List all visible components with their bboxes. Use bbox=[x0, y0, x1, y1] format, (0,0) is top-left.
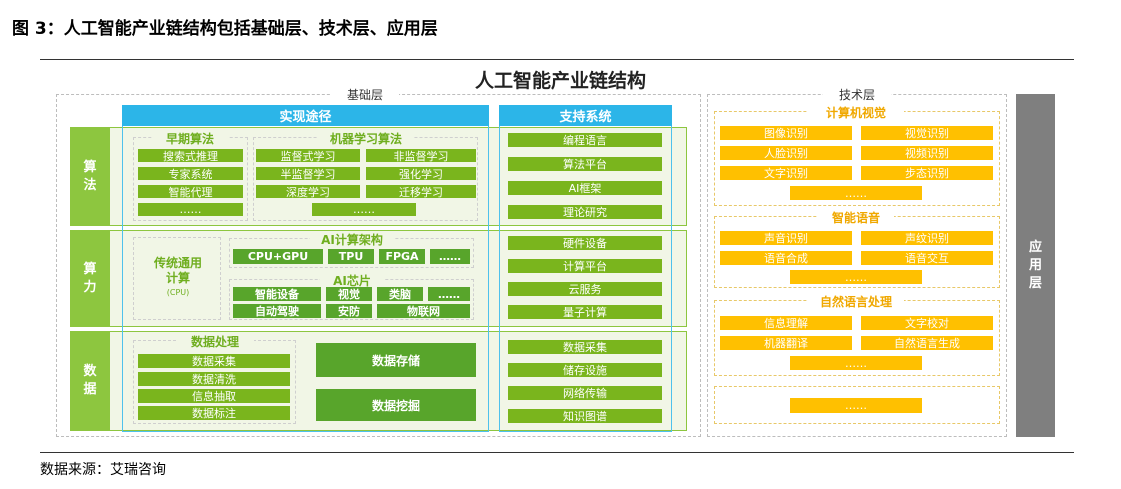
app-layer: 应用层 bbox=[1016, 94, 1055, 437]
algo-support-item: 编程语言 bbox=[508, 133, 662, 147]
cv-item: 人脸识别 bbox=[720, 146, 852, 160]
ai-arch-title: AI计算架构 bbox=[310, 231, 394, 248]
compute-outline bbox=[70, 230, 687, 327]
cv-item: 文字识别 bbox=[720, 166, 852, 180]
early-item: …… bbox=[138, 203, 243, 216]
ml-item: 强化学习 bbox=[366, 167, 476, 181]
speech-item: …… bbox=[790, 270, 922, 284]
base-layer-label: 基础层 bbox=[331, 86, 399, 103]
row-label-compute: 算力 bbox=[70, 230, 110, 327]
data-support-item: 知识图谱 bbox=[508, 409, 662, 423]
nlp-title: 自然语言处理 bbox=[808, 293, 904, 310]
data-support-item: 数据采集 bbox=[508, 340, 662, 354]
ml-item: 深度学习 bbox=[256, 185, 360, 199]
early-algo-title: 早期算法 bbox=[152, 130, 228, 147]
nlp-item: 信息理解 bbox=[720, 316, 852, 330]
algo-support-item: 理论研究 bbox=[508, 205, 662, 219]
app-layer-label: 应用层 bbox=[1028, 239, 1042, 291]
data-storage: 数据存储 bbox=[316, 343, 476, 377]
speech-item: 声纹识别 bbox=[861, 231, 993, 245]
row-label-data: 数据 bbox=[70, 331, 110, 431]
nlp-item: 文字校对 bbox=[861, 316, 993, 330]
data-proc-title: 数据处理 bbox=[176, 333, 254, 350]
chip-item: …… bbox=[428, 287, 470, 301]
ml-item: 非监督学习 bbox=[366, 149, 476, 163]
top-rule bbox=[40, 59, 1074, 60]
nlp-item: …… bbox=[790, 356, 922, 370]
cv-item: 步态识别 bbox=[861, 166, 993, 180]
header-support: 支持系统 bbox=[499, 105, 672, 126]
speech-item: 语音交互 bbox=[861, 251, 993, 265]
compute-support-item: 云服务 bbox=[508, 282, 662, 296]
chip-item: 物联网 bbox=[377, 304, 470, 318]
chip-item: 安防 bbox=[326, 304, 372, 318]
traditional-compute-label: 传统通用计算 bbox=[153, 256, 202, 285]
cv-item: …… bbox=[790, 186, 922, 200]
cv-item: 视频识别 bbox=[861, 146, 993, 160]
early-item: 专家系统 bbox=[138, 167, 243, 181]
traditional-compute-box bbox=[133, 237, 221, 320]
ml-algo-title: 机器学习算法 bbox=[318, 130, 414, 147]
compute-support-item: 量子计算 bbox=[508, 305, 662, 319]
proc-item: 数据采集 bbox=[138, 354, 290, 368]
tech-more-item: …… bbox=[790, 398, 922, 413]
chip-item: 视觉 bbox=[326, 287, 372, 301]
speech-item: 声音识别 bbox=[720, 231, 852, 245]
chip-item: 自动驾驶 bbox=[233, 304, 321, 318]
data-outline bbox=[70, 331, 687, 431]
nlp-item: 自然语言生成 bbox=[861, 336, 993, 350]
early-item: 智能代理 bbox=[138, 185, 243, 199]
proc-item: 数据标注 bbox=[138, 406, 290, 420]
arch-item: CPU+GPU bbox=[233, 249, 323, 264]
arch-item: …… bbox=[430, 249, 470, 264]
arch-item: TPU bbox=[328, 249, 374, 264]
chip-item: 智能设备 bbox=[233, 287, 321, 301]
proc-item: 信息抽取 bbox=[138, 389, 290, 403]
arch-item: FPGA bbox=[379, 249, 425, 264]
ml-item: …… bbox=[312, 203, 416, 216]
compute-support-item: 硬件设备 bbox=[508, 236, 662, 250]
algo-support-item: 算法平台 bbox=[508, 157, 662, 171]
algo-outline bbox=[70, 127, 687, 226]
proc-item: 数据清洗 bbox=[138, 372, 290, 386]
data-support-item: 储存设施 bbox=[508, 363, 662, 377]
early-item: 搜索式推理 bbox=[138, 149, 243, 163]
ml-item: 半监督学习 bbox=[256, 167, 360, 181]
figure-title: 图 3：人工智能产业链结构包括基础层、技术层、应用层 bbox=[12, 19, 438, 39]
bottom-rule bbox=[40, 452, 1074, 453]
cv-item: 图像识别 bbox=[720, 126, 852, 140]
tech-more-box bbox=[714, 386, 1000, 424]
ai-chip-title: AI芯片 bbox=[320, 272, 384, 289]
speech-item: 语音合成 bbox=[720, 251, 852, 265]
nlp-item: 机器翻译 bbox=[720, 336, 852, 350]
compute-support-item: 计算平台 bbox=[508, 259, 662, 273]
data-mining: 数据挖掘 bbox=[316, 389, 476, 421]
chip-item: 类脑 bbox=[377, 287, 423, 301]
diagram-title: 人工智能产业链结构 bbox=[474, 70, 646, 92]
source-note: 数据来源：艾瑞咨询 bbox=[40, 462, 166, 478]
ml-item: 迁移学习 bbox=[366, 185, 476, 199]
cv-title: 计算机视觉 bbox=[808, 104, 904, 121]
traditional-compute-sub: (CPU) bbox=[166, 288, 190, 297]
ml-item: 监督式学习 bbox=[256, 149, 360, 163]
row-label-algo: 算法 bbox=[70, 127, 110, 226]
algo-support-item: AI框架 bbox=[508, 181, 662, 195]
speech-title: 智能语音 bbox=[818, 209, 894, 226]
tech-layer-label: 技术层 bbox=[823, 86, 891, 103]
header-impl: 实现途径 bbox=[122, 105, 489, 126]
data-support-item: 网络传输 bbox=[508, 386, 662, 400]
cv-item: 视觉识别 bbox=[861, 126, 993, 140]
